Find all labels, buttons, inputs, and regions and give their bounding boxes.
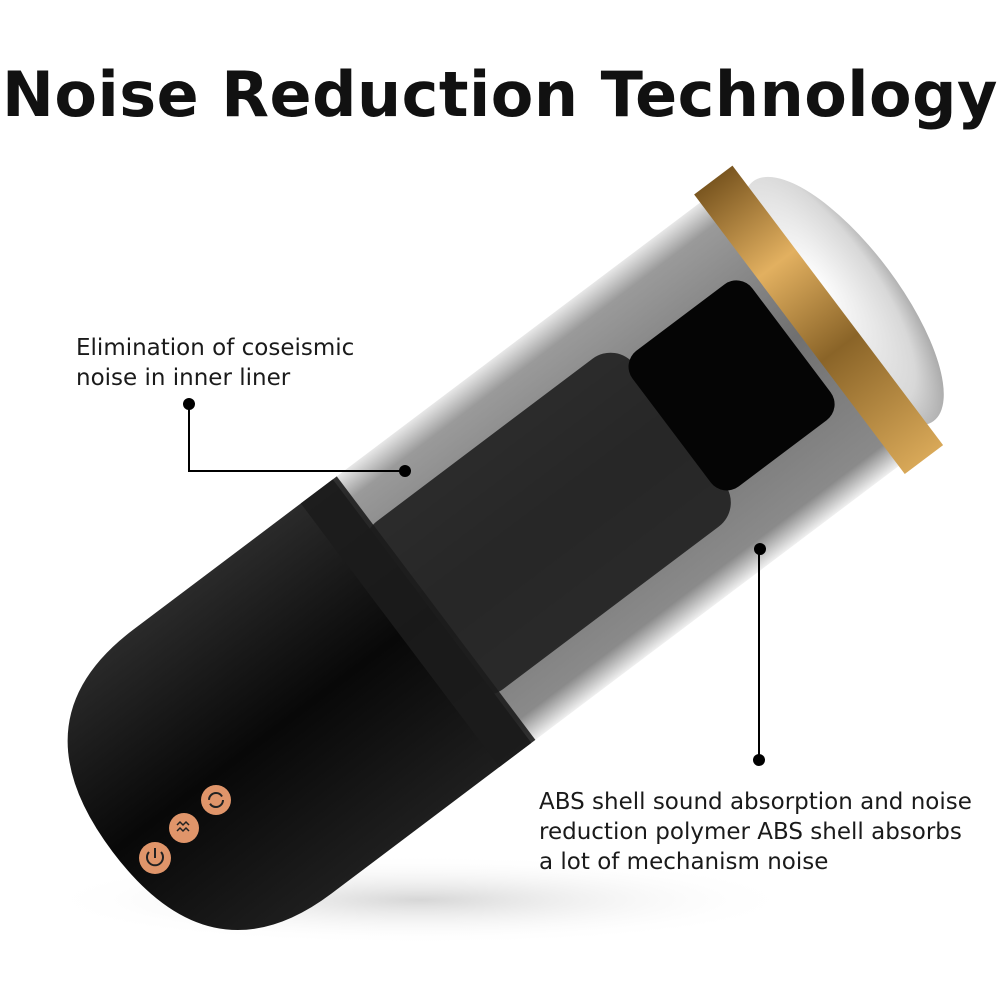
callout-line: ABS shell sound absorption and noise [539, 789, 972, 815]
callout-2-leader [753, 543, 766, 766]
callout-line: a lot of mechanism noise [539, 849, 829, 875]
inner-motor [628, 280, 835, 491]
callout-1-leader [183, 398, 411, 477]
rotate-icon [208, 792, 224, 808]
vibration-button[interactable] [169, 813, 199, 843]
callout-inner-liner: Elimination of coseismic noise in inner … [76, 333, 354, 393]
vibration-icon [176, 820, 190, 833]
gold-ring [694, 165, 944, 475]
power-button[interactable] [139, 842, 171, 874]
callout-line: noise in inner liner [76, 365, 291, 391]
rotate-button[interactable] [201, 785, 231, 815]
callout-line: Elimination of coseismic [76, 335, 355, 361]
callout-line: reduction polymer ABS shell absorbs [539, 819, 962, 845]
callout-abs-shell: ABS shell sound absorption and noise red… [539, 787, 972, 877]
page-title: Noise Reduction Technology [2, 58, 998, 131]
power-icon [146, 851, 164, 867]
inner-liner [364, 352, 731, 695]
glass-cap [742, 176, 944, 426]
